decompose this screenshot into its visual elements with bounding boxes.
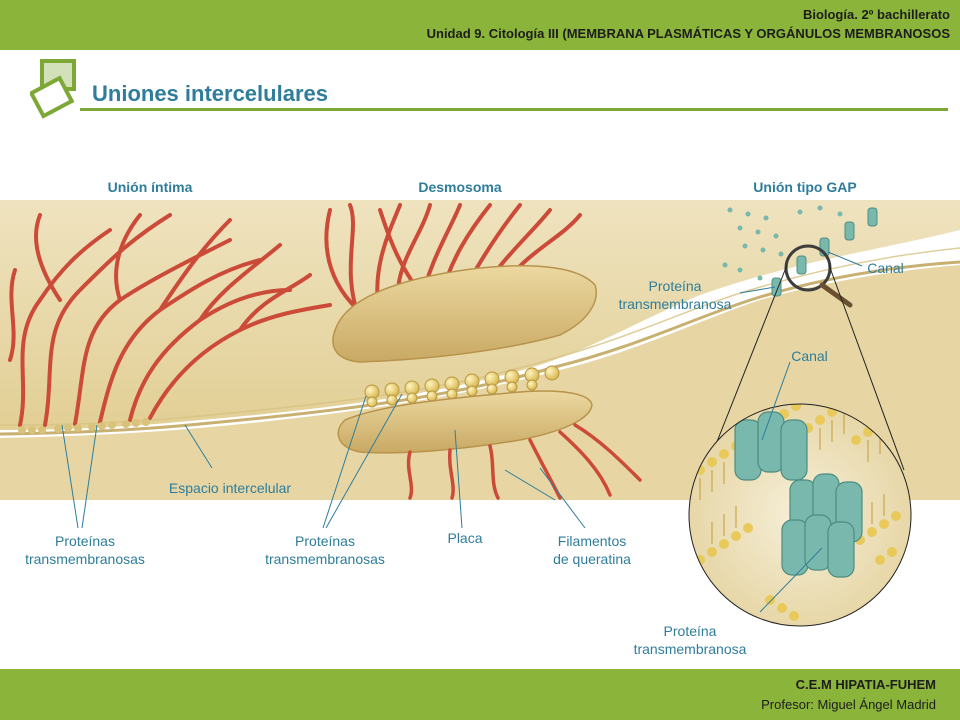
teacher-name: Profesor: Miguel Ángel Madrid bbox=[761, 697, 936, 712]
label-gap-channel: Canal bbox=[867, 260, 904, 276]
title-underline bbox=[80, 108, 948, 111]
label-tight-junction: Unión íntima bbox=[107, 179, 193, 195]
page-title: Uniones intercelulares bbox=[92, 81, 328, 106]
label-zoom-channel: Canal bbox=[791, 348, 828, 364]
unit-title: Unidad 9. Citología III (MEMBRANA PLASMÁ… bbox=[426, 26, 950, 41]
desmosome-lower-plaque bbox=[337, 390, 593, 454]
label-desmosome: Desmosoma bbox=[418, 179, 502, 195]
connexon-proteins bbox=[734, 411, 863, 578]
tight-junction-beads bbox=[18, 418, 150, 434]
tight-junction-filaments bbox=[8, 213, 332, 427]
desmosome-lower-filaments bbox=[406, 423, 642, 500]
label-tight-proteins: Proteínas transmembranosas bbox=[25, 533, 145, 567]
notebook-icon bbox=[30, 59, 76, 119]
course-title: Biología. 2º bachillerato bbox=[802, 7, 950, 22]
label-gap-protein: Proteína transmembranosa bbox=[618, 278, 732, 312]
desmosome-upper-plaque bbox=[332, 264, 597, 363]
label-zoom-protein: Proteína transmembranosa bbox=[633, 623, 747, 657]
gap-membrane-particles bbox=[722, 205, 843, 281]
leader-lines bbox=[61, 251, 863, 613]
label-plaque: Placa bbox=[447, 530, 483, 546]
header-bar: Biología. 2º bachillerato Unidad 9. Cito… bbox=[0, 0, 960, 50]
magnifier-handle bbox=[819, 282, 853, 308]
label-keratin-filaments: Filamentos de queratina bbox=[553, 533, 631, 567]
gap-zoom-view bbox=[689, 404, 911, 626]
label-desmosome-proteins: Proteínas transmembranosas bbox=[265, 533, 385, 567]
school-name: C.E.M HIPATIA-FUHEM bbox=[795, 677, 936, 692]
footer-bar: C.E.M HIPATIA-FUHEM Profesor: Miguel Áng… bbox=[0, 669, 960, 720]
gap-channels bbox=[771, 207, 878, 297]
label-gap-junction: Unión tipo GAP bbox=[753, 179, 857, 195]
label-intercellular-space: Espacio intercelular bbox=[168, 480, 292, 496]
